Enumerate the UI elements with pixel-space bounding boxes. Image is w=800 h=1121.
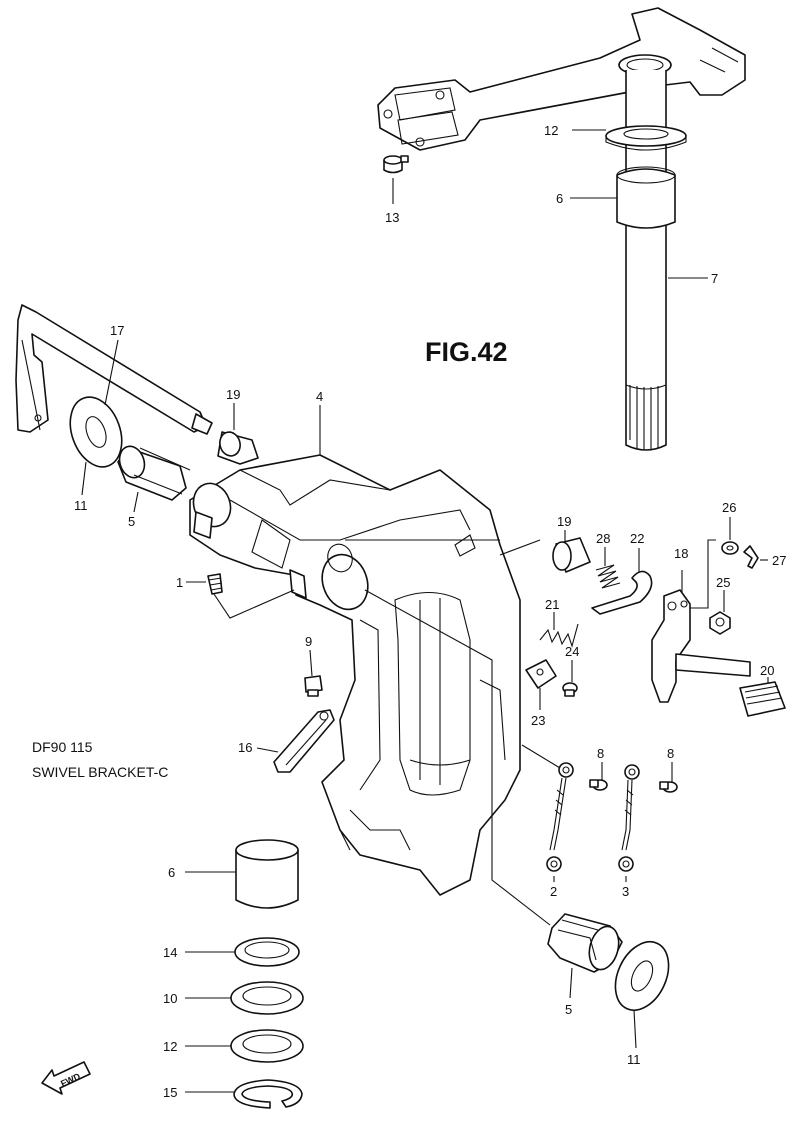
bush-19-right	[552, 537, 591, 573]
grip-20	[739, 681, 786, 717]
ground-wire-3	[618, 764, 640, 872]
bush-6-top	[616, 166, 676, 229]
callout-5-left: 5	[128, 514, 135, 529]
callout-20: 20	[760, 663, 774, 678]
callout-19-right: 19	[557, 514, 571, 529]
washer-12-bottom	[230, 1029, 304, 1063]
spring-28	[595, 564, 621, 589]
tilt-lever-18	[651, 589, 751, 703]
callout-8-left: 8	[597, 746, 604, 761]
cotter-pin-27	[743, 545, 759, 569]
callout-21: 21	[545, 597, 559, 612]
callout-12-bottom: 12	[163, 1039, 177, 1054]
callouts: 12 13 6 7 17 19 4 11 5 1 9 16 19 28 22 1…	[74, 123, 786, 1100]
callout-6-top: 6	[556, 191, 563, 206]
callout-27: 27	[772, 553, 786, 568]
bolt-8-right	[659, 781, 678, 793]
assembly-name: SWIVEL BRACKET-C	[32, 764, 168, 780]
callout-11-bottom: 11	[627, 1052, 641, 1067]
callout-5-bottom: 5	[565, 1002, 572, 1017]
bolt-9	[304, 675, 323, 697]
callout-2: 2	[550, 884, 557, 899]
callout-24: 24	[565, 644, 579, 659]
bush-6-bottom	[235, 839, 299, 909]
clip-22	[591, 570, 653, 615]
callout-4: 4	[316, 389, 323, 404]
washer-14	[234, 937, 300, 967]
bush-5-left	[117, 445, 191, 501]
callout-9: 9	[305, 634, 312, 649]
washer-10	[230, 981, 304, 1015]
callout-25: 25	[716, 575, 730, 590]
stopper-16	[273, 709, 335, 773]
callout-12-top: 12	[544, 123, 558, 138]
swivel-bracket-4	[189, 454, 521, 896]
ground-wire-2	[546, 762, 574, 872]
spring-21	[539, 623, 579, 648]
steering-arm	[377, 7, 746, 151]
callout-6-bottom: 6	[168, 865, 175, 880]
bolt-13	[383, 155, 409, 174]
washer-11-left	[69, 396, 123, 468]
callout-28: 28	[596, 531, 610, 546]
callout-19-left: 19	[226, 387, 240, 402]
washer-12-top	[605, 125, 687, 151]
callout-26: 26	[722, 500, 736, 515]
callout-15: 15	[163, 1085, 177, 1100]
assembly-lines	[213, 539, 716, 926]
leader-lines	[81, 129, 769, 1093]
bush-19-left	[217, 431, 259, 465]
model-label: DF90 115	[32, 739, 93, 755]
plate-23	[525, 659, 557, 689]
washer-11-bottom	[614, 941, 670, 1011]
callout-17: 17	[110, 323, 124, 338]
callout-11-left: 11	[74, 498, 88, 513]
callout-13: 13	[385, 210, 399, 225]
tilt-lock-lever-17	[15, 304, 213, 435]
callout-18: 18	[674, 546, 688, 561]
callout-23: 23	[531, 713, 545, 728]
washer-26	[721, 541, 739, 555]
callout-8-right: 8	[667, 746, 674, 761]
fwd-arrow-icon: FWD	[41, 1061, 91, 1095]
callout-10: 10	[163, 991, 177, 1006]
figure-title: FIG.42	[425, 337, 508, 367]
callout-22: 22	[630, 531, 644, 546]
callout-16: 16	[238, 740, 252, 755]
steering-shaft	[625, 70, 667, 451]
callout-1: 1	[176, 575, 183, 590]
callout-14: 14	[163, 945, 177, 960]
callout-7: 7	[711, 271, 718, 286]
bolt-8-left	[589, 779, 608, 791]
circlip-15	[233, 1079, 303, 1109]
bolt-1	[207, 573, 223, 595]
nut-25	[709, 611, 731, 635]
bolt-24	[562, 682, 578, 697]
bush-5-bottom	[547, 913, 623, 973]
callout-3: 3	[622, 884, 629, 899]
